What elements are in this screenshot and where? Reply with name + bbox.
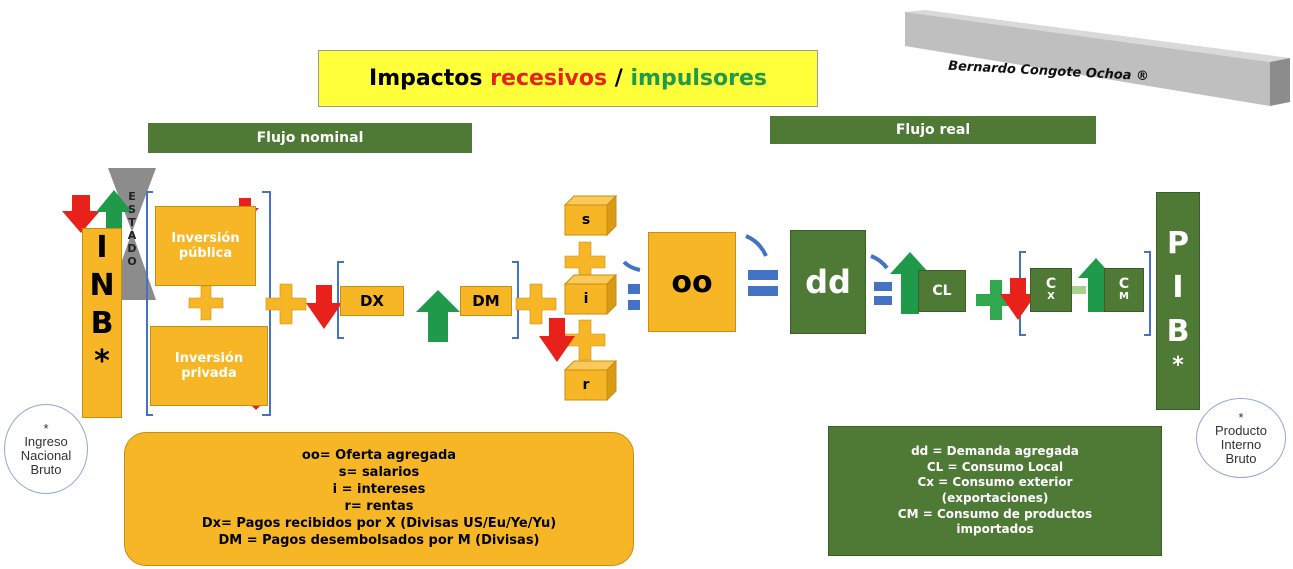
pib-ellipse-line1: Producto (1214, 423, 1268, 439)
pib-letter: B (1166, 314, 1190, 349)
title-part1: Impactos (369, 66, 483, 91)
equals-dd-cl-bar2 (874, 296, 892, 305)
cx-main: C (1045, 276, 1057, 293)
inb-column: I N B * (82, 228, 122, 418)
connector-i-oo (622, 260, 641, 272)
legend-oo-line: i = intereses (332, 482, 426, 498)
equals-oo-bar1 (628, 284, 640, 294)
estado-letter: E (128, 190, 136, 203)
inb-ellipse-line1: Ingreso (24, 434, 68, 450)
inversion-publica-line1: Inversión (171, 231, 240, 246)
cxcm-right-bracket (1144, 251, 1151, 336)
connector-cx-cm (1072, 286, 1086, 294)
inb-ellipse-asterisk: * (43, 420, 49, 436)
inb-letter: * (94, 344, 110, 379)
legend-oo-line: r= rentas (344, 499, 414, 514)
estado-letter: A (127, 229, 137, 242)
green-arrow-cl-icon (890, 252, 930, 314)
inb-ellipse-line3: Bruto (30, 461, 62, 477)
cube-r-label: r (582, 377, 590, 393)
estado-label: E S T A D O (124, 190, 140, 268)
pib-ellipse-line2: Interno (1220, 437, 1262, 452)
title-sep: / (614, 66, 623, 91)
inb-ellipse-line2: Nacional (20, 448, 72, 463)
connector-oo-dd (745, 234, 768, 257)
cx-box: C X (1030, 268, 1072, 312)
legend-dd-line: CL = Consumo Local (926, 459, 1064, 474)
plus-after-bracket (265, 283, 307, 325)
red-arrow-cx-icon (1000, 278, 1036, 320)
legend-dd-line: Cx = Consumo exterior (917, 475, 1073, 490)
flujo-real-header: Flujo real (770, 116, 1096, 144)
cube-s-shape (563, 194, 618, 237)
dx-box: DX (340, 286, 404, 316)
equals-dd-cl-bar1 (874, 282, 892, 291)
cm-sub: M (1119, 291, 1129, 303)
pib-letter: * (1172, 353, 1184, 378)
estado-letter: T (128, 216, 136, 229)
plus-inversion (188, 285, 224, 321)
legend-dd: dd = Demanda agregada CL = Consumo Local… (828, 426, 1162, 556)
cube-i-shape (563, 273, 618, 316)
inversion-privada-box: Inversión privada (150, 326, 268, 406)
oo-box: oo (648, 232, 736, 332)
inversion-publica-box: Inversión pública (155, 206, 256, 286)
dm-box: DM (460, 286, 512, 316)
red-arrow-dx-icon (306, 285, 342, 329)
red-arrow-inb-icon (62, 195, 100, 233)
inversion-privada-line2: privada (181, 366, 237, 381)
inversion-publica-line2: pública (178, 246, 233, 261)
pib-ellipse-asterisk: * (1238, 409, 1244, 425)
inb-ellipse: * Ingreso Nacional Bruto (4, 404, 88, 494)
estado-letter: S (128, 203, 136, 216)
legend-dd-line: dd = Demanda agregada (911, 444, 1079, 459)
legend-oo-line: s= salarios (338, 465, 420, 481)
cube-i-label: i (583, 291, 589, 307)
pib-letter: P (1167, 226, 1189, 261)
equals-oo-dd-bar2 (748, 286, 778, 296)
legend-oo-line: DM = Pagos desembolsados por M (Divisas) (218, 532, 540, 548)
pib-ellipse-line3: Bruto (1225, 450, 1257, 466)
cube-s-label: s (581, 212, 591, 228)
flujo-nominal-header: Flujo nominal (148, 123, 472, 153)
estado-letter: D (127, 242, 137, 255)
legend-dd-line: CM = Consumo de productos (897, 506, 1093, 521)
cm-box: C M (1104, 268, 1144, 312)
cx-sub: X (1047, 291, 1055, 303)
inversion-privada-line1: Inversión (174, 351, 244, 366)
title-part2: recesivos (490, 66, 608, 91)
inb-letter: I (96, 230, 108, 265)
title-box: Impactos recesivos / impulsores (318, 50, 818, 107)
equals-oo-dd-bar1 (748, 270, 778, 280)
plus-green (976, 280, 1016, 320)
nominal-left-bracket (146, 191, 153, 416)
legend-oo-line: Dx= Pagos recibidos por X (Divisas US/Eu… (201, 515, 557, 531)
pib-letter: I (1172, 270, 1184, 305)
legend-dd-line: importados (956, 522, 1034, 537)
estado-letter: O (127, 255, 137, 268)
green-arrow-inb-icon (96, 190, 132, 242)
legend-oo-line: oo= Oferta agregada (301, 448, 457, 464)
connector-dd-cl (870, 254, 889, 270)
title-part3: impulsores (630, 66, 767, 91)
dxdm-left-bracket (337, 261, 344, 339)
inb-letter: N (89, 268, 115, 303)
cube-r-shape (563, 359, 618, 402)
legend-oo: oo= Oferta agregada s= salarios i = inte… (124, 432, 634, 566)
dd-box: dd (790, 230, 866, 334)
green-arrow-dm-icon (416, 290, 460, 342)
inb-letter: B (90, 306, 114, 341)
pib-column: P I B * (1156, 192, 1200, 410)
legend-dd-line: (exportaciones) (941, 491, 1049, 505)
cl-box: CL (918, 270, 966, 312)
cm-main: C (1118, 276, 1130, 293)
plus-after-dm (515, 283, 557, 325)
equals-oo-bar2 (628, 300, 640, 310)
red-arrow-i-icon (539, 318, 575, 362)
pib-ellipse: * Producto Interno Bruto (1196, 398, 1286, 478)
